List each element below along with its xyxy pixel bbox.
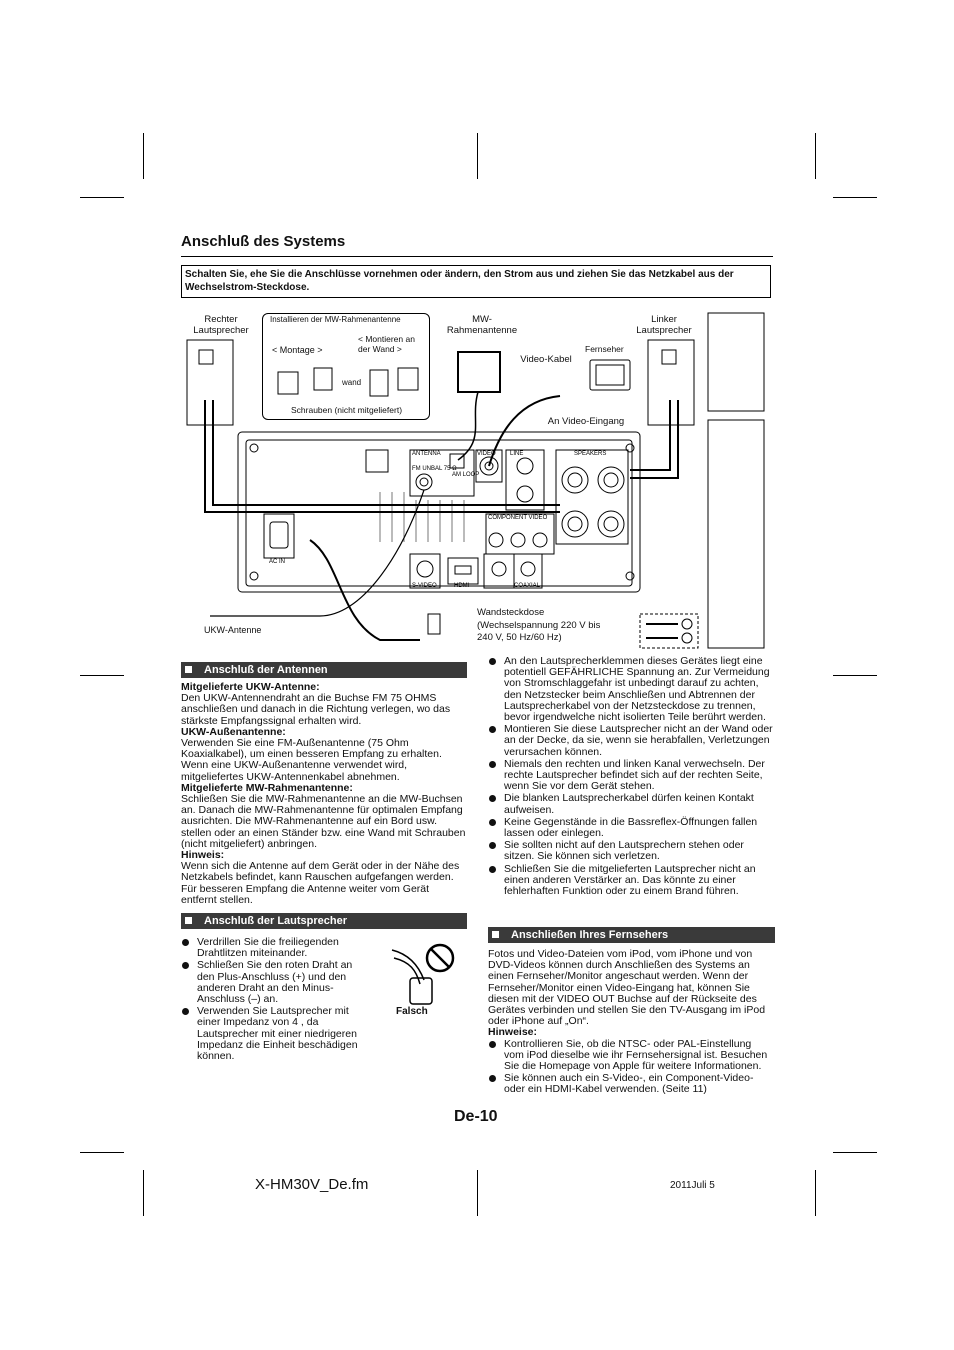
crop-mark (833, 675, 877, 676)
section-square-icon (185, 917, 192, 924)
antennas-h2: UKW-Außenantenne: (181, 725, 286, 738)
list-item: Sie sollten nicht auf den Lautsprechern … (488, 840, 773, 862)
crop-mark (815, 1170, 816, 1216)
list-item: Schließen Sie den roten Draht an den Plu… (181, 960, 367, 1005)
right-speaker-box (186, 339, 234, 426)
crop-mark (80, 1152, 124, 1153)
mw-antenna-label: MW-Rahmenantenne (446, 314, 518, 336)
antennas-text: Mitgelieferte UKW-Antenne: Den UKW-Anten… (181, 681, 467, 906)
wrong-label: Falsch (396, 1006, 428, 1017)
page-number: De-10 (454, 1108, 498, 1125)
panel-component-label: COMPONENT VIDEO (488, 515, 548, 521)
list-item: Kontrollieren Sie, ob die NTSC- oder PAL… (488, 1038, 773, 1073)
panel-line-label: LINE (510, 451, 523, 457)
antennas-p2: Verwenden Sie eine FM-Außenantenne (75 O… (181, 737, 442, 783)
step-box-top (707, 312, 765, 412)
wand-label: wand (342, 378, 362, 387)
list-item: Keine Gegenstände in die Bassreflex-Öffn… (488, 816, 773, 839)
list-item: Die blanken Lautsprecherkabel dürfen kei… (488, 793, 773, 815)
section-antennas-header: Anschluß der Antennen (181, 662, 467, 678)
screws-label: Schrauben (nicht mitgeliefert) (291, 405, 403, 415)
warnings-list: An den Lautsprecherklemmen dieses Geräte… (488, 655, 773, 898)
list-item: Niemals den rechten und linken Kanal ver… (488, 758, 773, 793)
antennas-p3: Schließen Sie die MW-Rahmenantenne an di… (181, 793, 466, 850)
panel-coaxial-label: COAXIAL (514, 583, 541, 589)
wrong-twist-illustration (391, 943, 455, 1005)
antennas-h1: Mitgelieferte UKW-Antenne: (181, 681, 320, 693)
ac-in-socket (263, 513, 295, 559)
section-square-icon (185, 666, 192, 673)
left-speaker-label: Linker Lautsprecher (636, 314, 692, 336)
list-item: Schließen Sie die mitgelieferten Lautspr… (488, 863, 773, 898)
mw-install-inset (262, 313, 430, 420)
video-cable-label: Video-Kabel (520, 354, 572, 365)
panel-speakers-label: SPEAKERS (574, 451, 606, 457)
section-square-icon (492, 931, 499, 938)
section-antennas-title: Anschluß der Antennen (204, 664, 328, 676)
panel-antenna-label: ANTENNA (412, 451, 441, 457)
list-item: Montieren Sie diese Lautsprecher nicht a… (488, 724, 773, 758)
crop-mark (80, 197, 124, 198)
tv-paragraph: Fotos und Video-Dateien vom iPod, vom iP… (488, 948, 766, 1028)
left-speaker-port (661, 349, 677, 365)
crop-mark (143, 133, 144, 179)
panel-svideo-label: S-VIDEO (412, 583, 437, 589)
panel-fm-label: FM UNBAL 75 Ω (412, 466, 457, 472)
right-speaker-port (198, 349, 214, 365)
voltage-label: (Wechselspannung 220 V bis 240 V, 50 Hz/… (477, 620, 601, 643)
antennas-h4: Hinweis: (181, 849, 225, 862)
panel-acin-label: AC IN (269, 559, 285, 565)
antennas-h3: Mitgelieferte MW-Rahmenantenne: (181, 781, 353, 794)
footer-filename: X-HM30V_De.fm (255, 1176, 369, 1193)
step-box-bottom (707, 419, 765, 649)
antenna-terminal-block (409, 449, 475, 497)
crop-mark (815, 133, 816, 179)
crop-mark (833, 1152, 877, 1153)
tv-text: Fotos und Video-Dateien vom iPod, vom iP… (488, 948, 773, 1097)
footer-date: 2011Juli 5 (670, 1180, 715, 1191)
panel-hdmi-label: HDMI (454, 583, 470, 589)
warning-box: Schalten Sie, ehe Sie die Anschlüsse vor… (181, 265, 771, 298)
video-input-label: An Video-Eingang (547, 416, 625, 427)
list-item: Sie können auch ein S-Video-, ein Compon… (488, 1073, 773, 1095)
list-item: An den Lautsprecherklemmen dieses Geräte… (488, 655, 773, 723)
section-tv-header: Anschließen Ihres Fernsehers (488, 927, 775, 943)
list-item: Verdrillen Sie die freiliegenden Drahtli… (181, 936, 367, 959)
crop-mark (477, 1170, 478, 1216)
page-title: Anschluß des Systems (181, 233, 346, 250)
antennas-p4: Wenn sich die Antenne auf dem Gerät oder… (181, 860, 460, 906)
tv-label: Fernseher (585, 344, 624, 354)
crop-mark (143, 1170, 144, 1216)
crop-mark (477, 133, 478, 179)
speaker-terminals (555, 449, 629, 545)
crop-mark (833, 197, 877, 198)
antennas-p1: Den UKW-Antennendraht an die Buchse FM 7… (181, 692, 451, 727)
section-tv-title: Anschließen Ihres Fernsehers (511, 929, 669, 941)
mw-install-title: Installieren der MW-Rahmenantenne (270, 315, 401, 324)
video-out-jack (479, 456, 499, 476)
montage-label: < Montage > (272, 345, 323, 355)
list-item: Verwenden Sie Lautsprecher mit einer Imp… (181, 1006, 367, 1062)
am-terminal (449, 453, 465, 469)
crop-mark (80, 675, 124, 676)
polarity-box (639, 613, 699, 649)
panel-am-label: AM LOOP (452, 472, 479, 478)
tv-notes-heading: Hinweise: (488, 1026, 538, 1039)
wall-outlet-label: Wandsteckdose (477, 607, 545, 618)
prohibited-icon (425, 943, 455, 973)
panel-video-label: VIDEO (477, 451, 496, 457)
section-speakers-title: Anschluß der Lautsprecher (204, 915, 348, 927)
speakers-list: Verdrillen Sie die freiliegenden Drahtli… (181, 936, 367, 1063)
right-speaker-label: Rechter Lautsprecher (193, 314, 249, 336)
fm-antenna-label: UKW-Antenne (204, 625, 262, 635)
diagram-artwork: ANTENNA FM UNBAL 75 Ω AM LOOP VIDEO LINE… (186, 312, 765, 649)
title-rule (181, 256, 773, 257)
section-speakers-header: Anschluß der Lautsprecher (181, 913, 467, 929)
wall-mount-label: < Montieren an der Wand > (358, 334, 415, 354)
